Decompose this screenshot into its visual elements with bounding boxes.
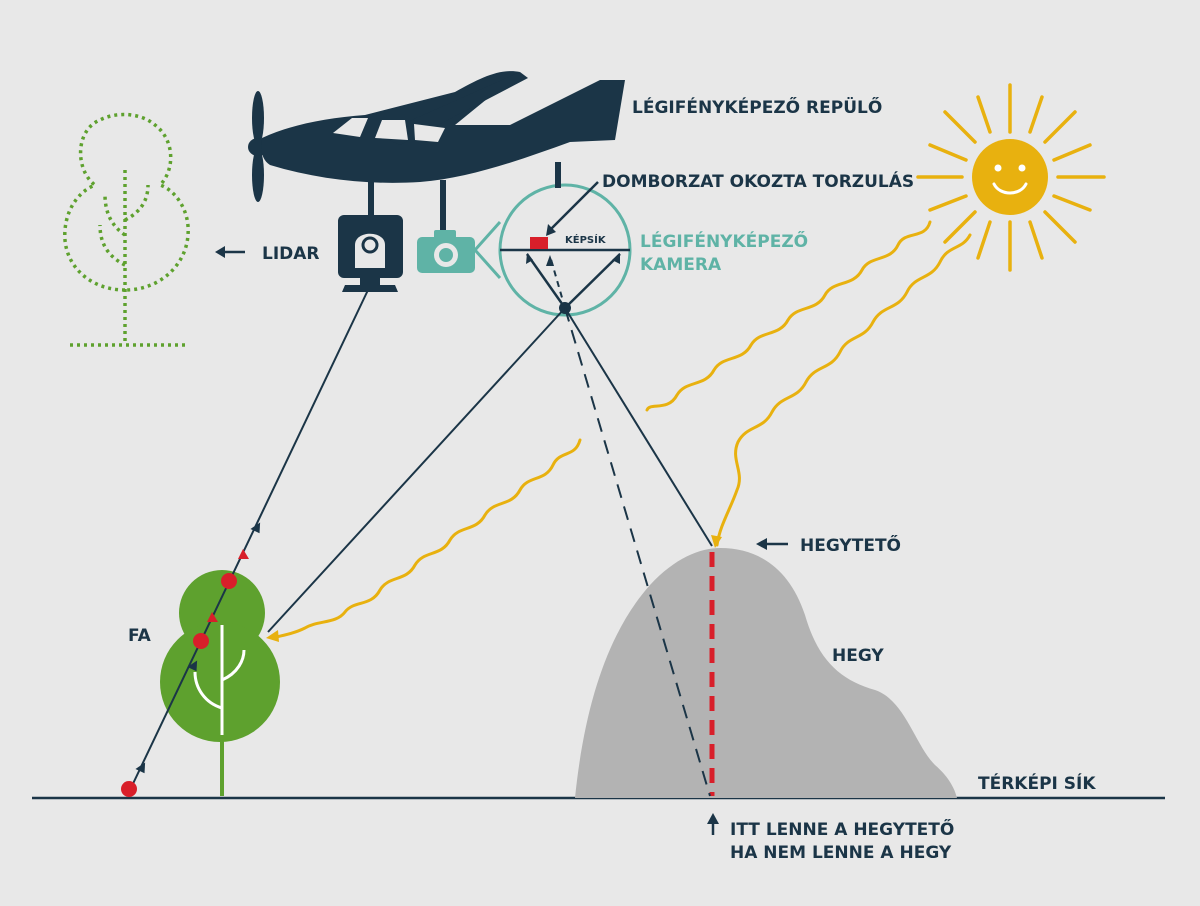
hilltop-label: HEGYTETŐ xyxy=(800,534,901,556)
lidar-label: LIDAR xyxy=(262,244,320,264)
tree-label: FA xyxy=(128,626,152,646)
would-be-label-arrow xyxy=(707,813,719,835)
hill-label: HEGY xyxy=(832,646,884,666)
lidar-return-point xyxy=(221,573,237,589)
relief-distortion-label: DOMBORZAT OKOZTA TORZULÁS xyxy=(602,170,914,192)
projection-line-tree xyxy=(267,307,566,633)
sun-icon xyxy=(916,83,1106,272)
would-be-hilltop-label-line2: HA NEM LENNE A HEGY xyxy=(730,843,952,863)
lidar-scanner-icon xyxy=(338,215,403,292)
lidar-label-arrowhead xyxy=(215,246,225,258)
hilltop-label-arrow xyxy=(756,538,788,550)
tree-outline-icon xyxy=(63,112,190,347)
image-plane-label: KÉPSÍK xyxy=(565,233,607,246)
projection-line-hilltop xyxy=(564,307,713,547)
lidar-return-point xyxy=(121,781,137,797)
sun-ray-wave-tree xyxy=(270,438,582,640)
lidar-beam xyxy=(121,289,369,797)
distortion-label-arrow xyxy=(546,181,599,236)
camera-label-line2: KAMERA xyxy=(640,255,722,275)
sun-ray-wave-hill xyxy=(715,233,972,547)
map-plane-label: TÉRKÉPI SÍK xyxy=(978,772,1096,794)
sun-ray-arrowhead-hill xyxy=(711,535,722,548)
tree-icon xyxy=(160,570,280,796)
would-be-hilltop-label-line1: ITT LENNE A HEGYTETŐ xyxy=(730,818,954,840)
camera-icon xyxy=(417,230,475,273)
airplane-icon xyxy=(248,71,625,235)
camera-zoom-view xyxy=(473,183,632,317)
lidar-return-point xyxy=(193,633,209,649)
projection-line-dashed xyxy=(564,307,711,797)
camera-label-line1: LÉGIFÉNYKÉPEZŐ xyxy=(640,230,808,252)
plane-label: LÉGIFÉNYKÉPEZŐ REPÜLŐ xyxy=(632,96,882,118)
distortion-marker xyxy=(530,237,548,249)
sun-ray-arrowhead-tree xyxy=(266,630,279,642)
sun-ray-wave-top xyxy=(645,220,932,412)
hill-shape xyxy=(575,548,957,798)
